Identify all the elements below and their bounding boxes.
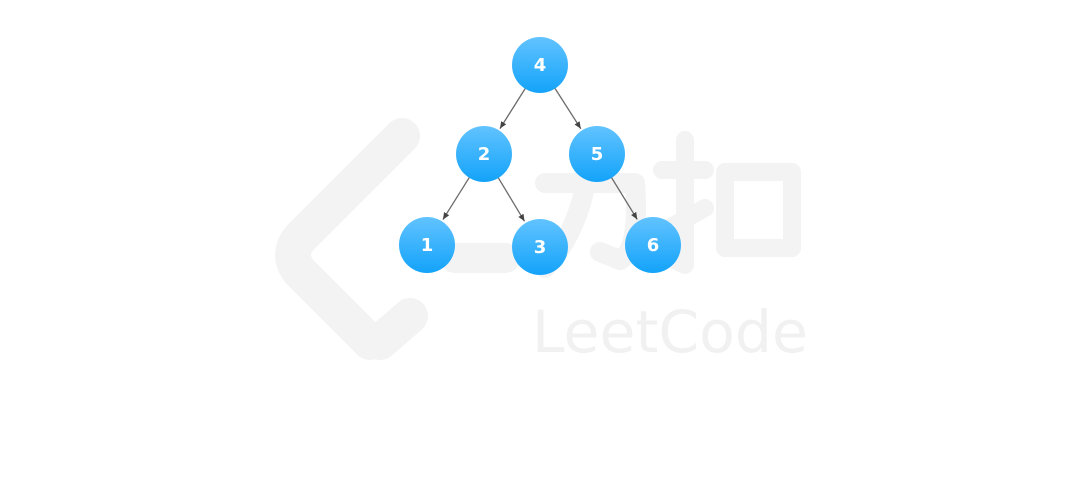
- leetcode-logo-icon: [275, 118, 520, 360]
- tree-node-3: 3: [512, 219, 568, 275]
- tree-node-2: 2: [456, 126, 512, 182]
- leetcode-wordmark: LeetCode: [532, 298, 808, 366]
- node-value: 4: [534, 55, 547, 76]
- tree-node-1: 1: [399, 217, 455, 273]
- node-circle: [456, 126, 512, 182]
- node-circle: [399, 217, 455, 273]
- node-circle: [512, 219, 568, 275]
- edge-n2-n1: [442, 175, 471, 220]
- node-value: 2: [478, 144, 491, 165]
- edge-n4-n5: [553, 86, 582, 130]
- node-value: 3: [534, 237, 547, 258]
- leetcode-watermark: LeetCode: [275, 118, 808, 366]
- node-circle: [569, 126, 625, 182]
- tree-nodes: 4 2 5 1 3 6: [399, 37, 681, 275]
- tree-node-5: 5: [569, 126, 625, 182]
- edge-n2-n3: [496, 175, 526, 222]
- node-value: 5: [591, 144, 604, 165]
- edge-n5-n6: [610, 175, 638, 220]
- edge-n4-n2: [499, 86, 527, 129]
- node-value: 1: [421, 235, 434, 256]
- node-circle: [625, 217, 681, 273]
- tree-node-4: 4: [512, 37, 568, 93]
- tree-edges: [442, 86, 638, 222]
- tree-node-6: 6: [625, 217, 681, 273]
- node-circle: [512, 37, 568, 93]
- node-value: 6: [647, 235, 660, 256]
